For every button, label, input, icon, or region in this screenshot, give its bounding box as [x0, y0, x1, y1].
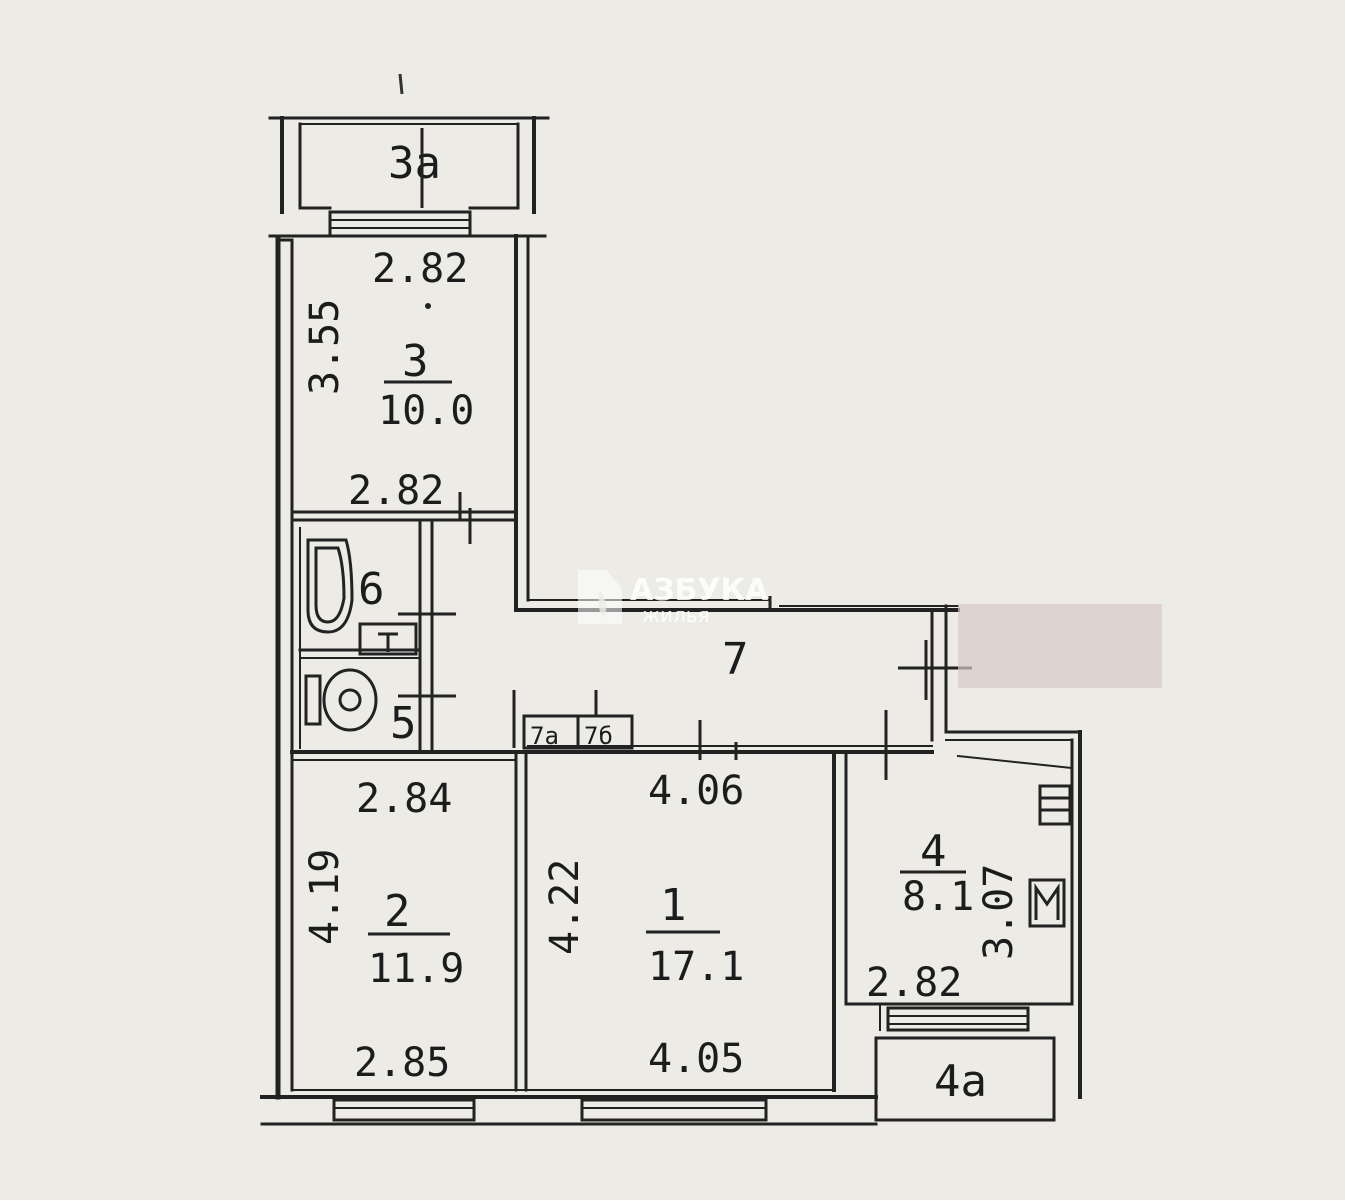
- toilet-icon: [304, 668, 378, 732]
- room-2-dim-bottom: 2.85: [354, 1040, 450, 1086]
- room-4-dim-side: 3.07: [976, 864, 1022, 960]
- room-2-number: 2: [384, 886, 411, 937]
- sink-icon: [358, 622, 418, 656]
- room-3-dim-side: 3.55: [302, 299, 348, 395]
- room-4a-number: 4а: [934, 1056, 987, 1107]
- room-1-area: 17.1: [648, 944, 744, 990]
- room-6-number: 6: [358, 564, 385, 615]
- dot-mark: [425, 303, 431, 309]
- watermark-logo: АЗБУКА жилья: [578, 570, 769, 627]
- bathtub-icon: [306, 538, 354, 634]
- scribble-mark: [398, 73, 404, 95]
- watermark-text-main: АЗБУКА: [630, 573, 769, 608]
- room-7b-number: 7б: [584, 722, 613, 750]
- room-4-area: 8.1: [902, 874, 974, 920]
- room-3-number: 3: [402, 336, 429, 387]
- room-3-dim-bottom: 2.82: [348, 468, 444, 514]
- room-5-number: 5: [390, 698, 417, 749]
- door-marks: [398, 492, 972, 780]
- room-3-dim-top: 2.82: [372, 246, 468, 292]
- kitchen-sink-icon: [1038, 784, 1072, 826]
- room-4-number: 4: [920, 826, 947, 877]
- room-7-number: 7: [722, 634, 749, 685]
- room-4-dim-bottom: 2.82: [866, 960, 962, 1006]
- room-3-area: 10.0: [378, 388, 474, 434]
- room-1-number: 1: [660, 880, 687, 931]
- stove-icon: [1028, 878, 1066, 928]
- blur-patch: [958, 604, 1162, 688]
- room-1-dim-side: 4.22: [542, 859, 588, 955]
- watermark-text-sub: жилья: [642, 603, 710, 627]
- room-2-area: 11.9: [368, 946, 464, 992]
- room-2-dim-side: 4.19: [302, 849, 348, 945]
- room-7a-number: 7а: [530, 722, 559, 750]
- room-2-dim-top: 2.84: [356, 776, 452, 822]
- room-3a-number: 3а: [388, 138, 441, 189]
- room-1-dim-top: 4.06: [648, 768, 744, 814]
- room-1-dim-bottom: 4.05: [648, 1036, 744, 1082]
